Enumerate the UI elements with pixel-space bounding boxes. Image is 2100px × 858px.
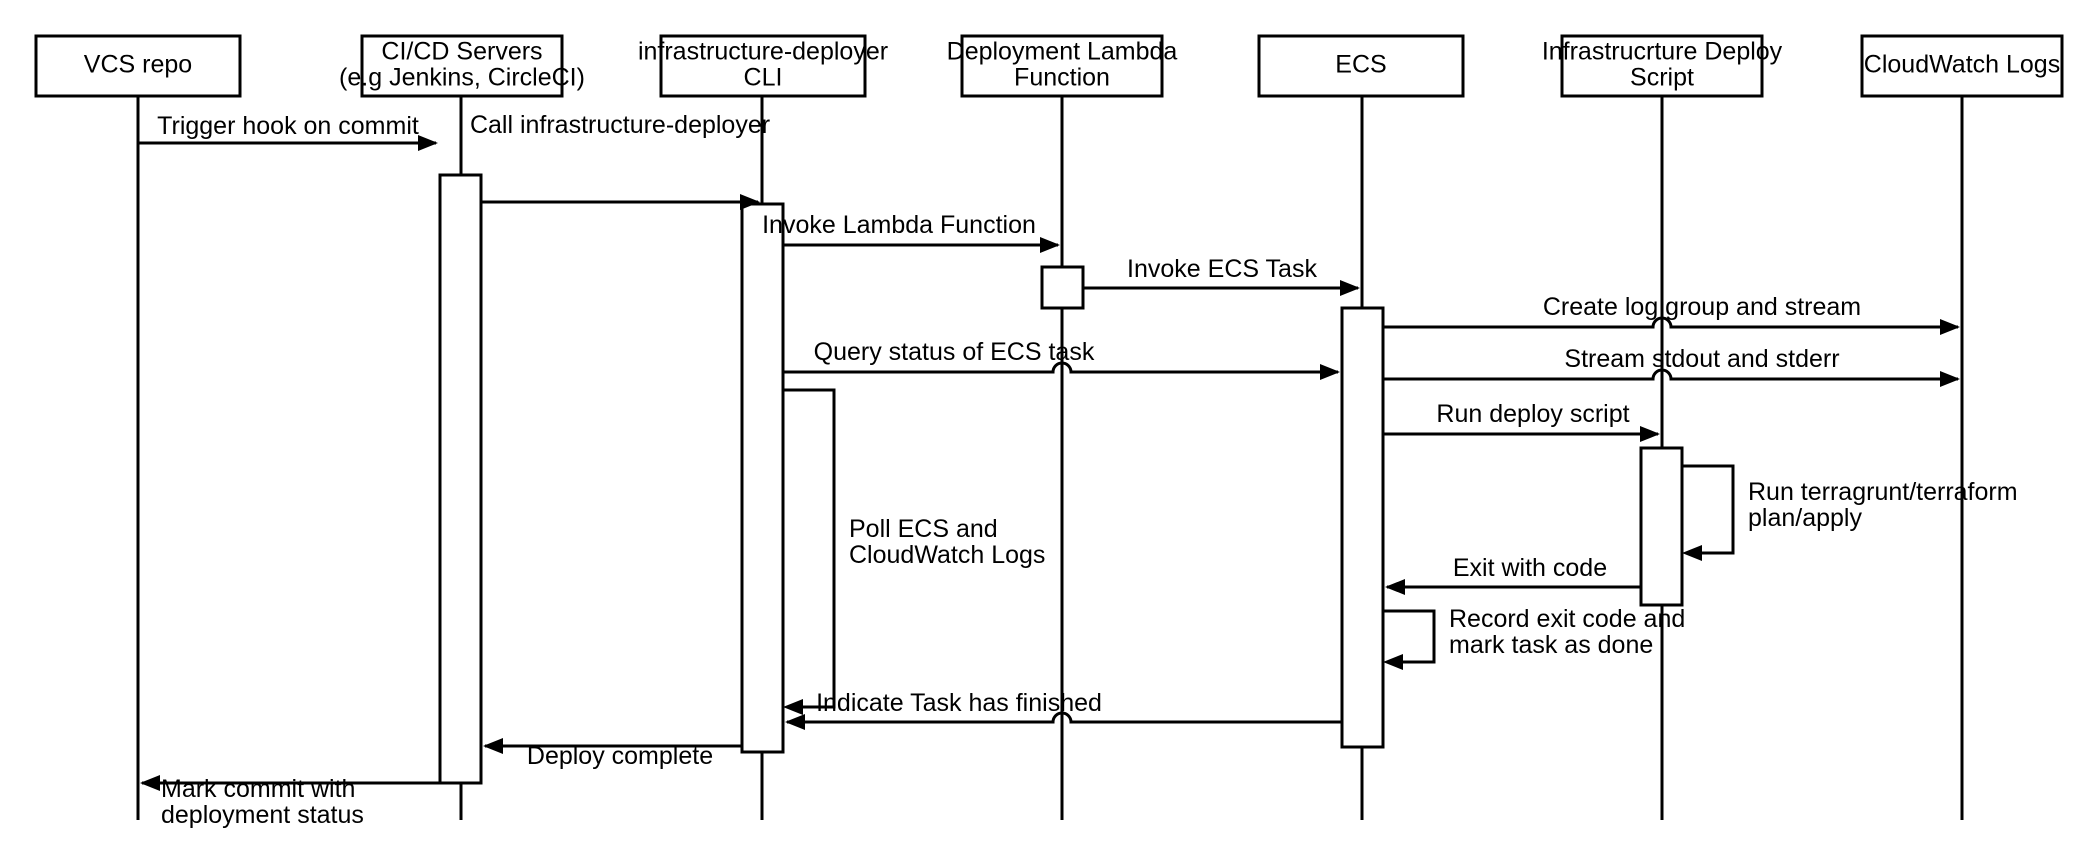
- self-message-label-self-run-terragrunt: Run terragrunt/terraform: [1748, 478, 2018, 506]
- message-arrow-msg-query-status: [1320, 364, 1340, 380]
- message-line-msg-create-log-group: [1383, 316, 1958, 329]
- activation-bar-cli[interactable]: [740, 202, 785, 754]
- message-arrow-msg-trigger-hook: [418, 135, 438, 151]
- self-loop-path-self-run-terragrunt: [1682, 464, 1735, 555]
- participant-box-cicd[interactable]: [360, 34, 564, 98]
- message-label-msg-call-deployer: Call infrastructure-deployer: [470, 111, 770, 139]
- message-msg-indicate-task-finished[interactable]: Indicate Task has finished: [785, 689, 1342, 730]
- participant-box-cli[interactable]: [659, 34, 867, 98]
- message-arrow-msg-invoke-ecs-task: [1340, 280, 1360, 296]
- activations-layer: [438, 173, 1684, 785]
- message-arrow-msg-stream-stdout: [1940, 371, 1960, 387]
- message-label-msg-mark-commit: deployment status: [161, 801, 364, 829]
- message-msg-invoke-ecs-task[interactable]: Invoke ECS Task: [1083, 255, 1360, 296]
- self-loop-path-self-poll-ecs: [783, 388, 836, 709]
- participant-box-lambda[interactable]: [960, 34, 1164, 98]
- message-label-msg-query-status: Query status of ECS task: [814, 338, 1095, 366]
- message-label-msg-invoke-lambda: Invoke Lambda Function: [762, 211, 1036, 239]
- message-arrow-msg-run-deploy-script: [1640, 426, 1660, 442]
- message-arrow-msg-indicate-task-finished: [785, 714, 805, 730]
- message-msg-stream-stdout[interactable]: Stream stdout and stderr: [1383, 345, 1960, 387]
- message-msg-invoke-lambda[interactable]: Invoke Lambda Function: [762, 211, 1060, 253]
- message-msg-exit-with-code[interactable]: Exit with code: [1385, 554, 1641, 595]
- participant-label-lambda: Function: [1014, 64, 1110, 92]
- participant-label-cli: infrastructure-deployer: [638, 38, 888, 66]
- self-loop-path-self-record-exit-code: [1383, 609, 1436, 664]
- participant-box-cwlogs[interactable]: [1860, 34, 2064, 98]
- self-message-label-self-poll-ecs: Poll ECS and: [849, 515, 998, 543]
- message-line-msg-query-status: [783, 361, 1338, 374]
- message-msg-run-deploy-script[interactable]: Run deploy script: [1383, 400, 1660, 442]
- participant-box-ecs[interactable]: [1257, 34, 1465, 98]
- message-label-msg-deploy-complete: Deploy complete: [527, 742, 713, 770]
- self-message-label-self-poll-ecs: CloudWatch Logs: [849, 541, 1045, 569]
- self-loop-arrow-self-record-exit-code: [1383, 654, 1403, 670]
- message-label-msg-trigger-hook: Trigger hook on commit: [157, 112, 419, 140]
- messages-layer: Trigger hook on commit Call infrastructur…: [138, 111, 1960, 829]
- activation-bar-ecs[interactable]: [1340, 306, 1385, 749]
- message-label-msg-exit-with-code: Exit with code: [1453, 554, 1607, 582]
- message-arrow-msg-invoke-lambda: [1040, 237, 1060, 253]
- activation-bar-lambda[interactable]: [1040, 265, 1085, 310]
- participant-label-deployscript: Script: [1630, 64, 1694, 92]
- message-msg-trigger-hook[interactable]: Trigger hook on commit: [138, 112, 438, 151]
- message-label-msg-stream-stdout: Stream stdout and stderr: [1564, 345, 1839, 373]
- message-arrow-msg-create-log-group: [1940, 319, 1960, 335]
- participant-vcs[interactable]: VCS repo: [34, 34, 242, 98]
- message-msg-create-log-group[interactable]: Create log group and stream: [1383, 293, 1960, 335]
- message-line-msg-stream-stdout: [1383, 368, 1958, 381]
- participant-label-ecs: ECS: [1335, 51, 1386, 79]
- message-label-msg-invoke-ecs-task: Invoke ECS Task: [1127, 255, 1317, 283]
- self-message-label-self-record-exit-code: mark task as done: [1449, 631, 1653, 659]
- participant-label-cwlogs: CloudWatch Logs: [1864, 51, 2060, 79]
- activation-bar-deployscript[interactable]: [1639, 446, 1684, 607]
- participant-label-lambda: Deployment Lambda: [947, 38, 1178, 66]
- participant-box-vcs[interactable]: [34, 34, 242, 98]
- self-loop-arrow-self-poll-ecs: [783, 699, 803, 715]
- participant-box-deployscript[interactable]: [1560, 34, 1764, 98]
- message-arrow-msg-deploy-complete: [483, 738, 503, 754]
- participant-label-vcs: VCS repo: [84, 51, 192, 79]
- message-arrow-msg-call-deployer: [740, 194, 760, 210]
- self-loop-arrow-self-run-terragrunt: [1682, 545, 1702, 561]
- message-arrow-msg-mark-commit: [140, 775, 160, 791]
- message-label-msg-run-deploy-script: Run deploy script: [1436, 400, 1629, 428]
- message-label-msg-indicate-task-finished: Indicate Task has finished: [816, 689, 1102, 717]
- message-label-msg-create-log-group: Create log group and stream: [1543, 293, 1861, 321]
- participant-label-cicd: (e.g Jenkins, CircleCI): [339, 64, 585, 92]
- participant-cicd[interactable]: CI/CD Servers(e.g Jenkins, CircleCI): [339, 34, 585, 98]
- message-msg-query-status[interactable]: Query status of ECS task: [783, 338, 1340, 380]
- self-message-label-self-run-terragrunt: plan/apply: [1748, 504, 1862, 532]
- message-msg-deploy-complete[interactable]: Deploy complete: [483, 738, 742, 770]
- participant-cwlogs[interactable]: CloudWatch Logs: [1860, 34, 2064, 98]
- participant-label-cli: CLI: [744, 64, 783, 92]
- message-msg-call-deployer[interactable]: Call infrastructure-deployer: [470, 111, 770, 210]
- participant-ecs[interactable]: ECS: [1257, 34, 1465, 98]
- participant-label-deployscript: Infrastrucrture Deploy: [1542, 38, 1783, 66]
- participant-boxes-layer: VCS repo CI/CD Servers(e.g Jenkins, Circl…: [34, 34, 2064, 98]
- message-label-msg-mark-commit: Mark commit with: [161, 775, 355, 803]
- message-line-msg-indicate-task-finished: [787, 711, 1342, 724]
- message-arrow-msg-exit-with-code: [1385, 579, 1405, 595]
- activation-bar-cicd[interactable]: [438, 173, 483, 785]
- self-message-label-self-record-exit-code: Record exit code and: [1449, 605, 1685, 633]
- participant-label-cicd: CI/CD Servers: [381, 38, 542, 66]
